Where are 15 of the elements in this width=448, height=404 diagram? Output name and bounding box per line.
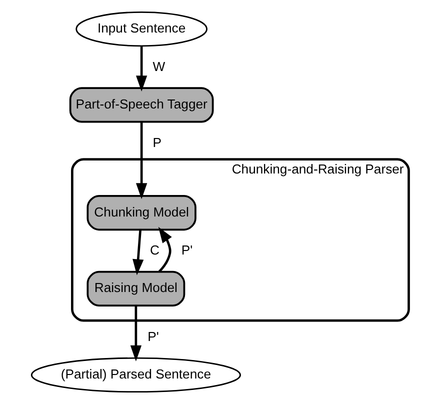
edge-label: C [150,242,160,258]
node-box: Chunking Model [86,194,196,231]
node-ellipse: (Partial) Parsed Sentence [30,357,241,393]
arrow [136,122,148,200]
node-box: Part-of-Speech Tagger [69,87,214,123]
node-box: Raising Model [86,270,186,307]
edge-label: P [152,134,162,150]
arrow [132,230,144,276]
arrow [158,226,172,272]
edge-label: P' [181,242,193,258]
arrow [136,46,148,92]
node-ellipse: Input Sentence [76,11,208,47]
edge-label: P' [148,328,159,344]
edge-label: W [152,58,166,74]
arrow [130,306,142,362]
